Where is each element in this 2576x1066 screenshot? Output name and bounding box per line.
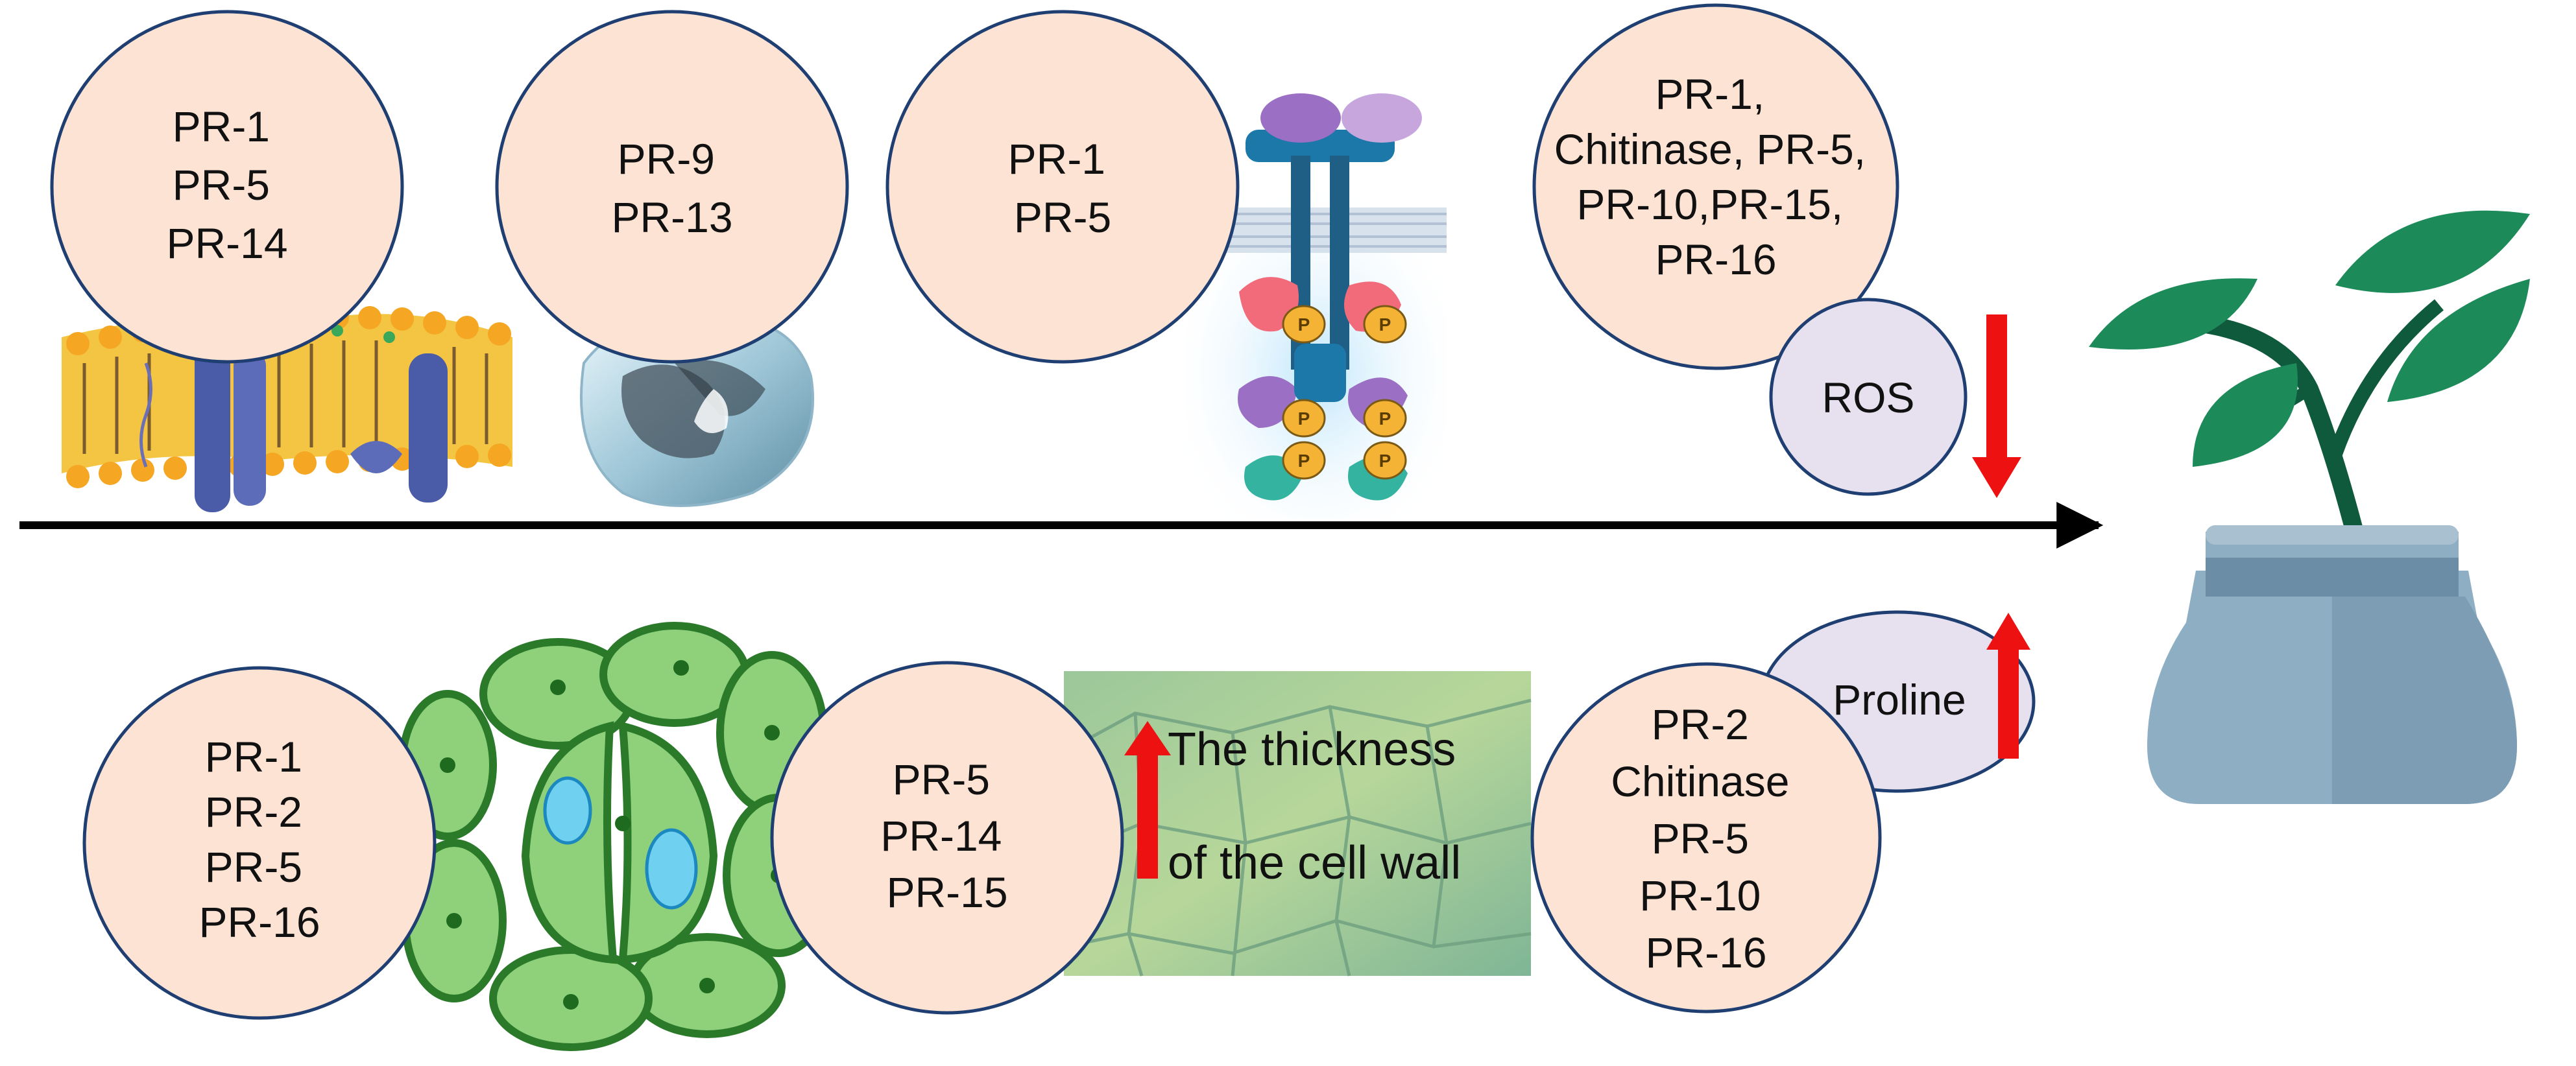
pr-label: PR-5	[205, 843, 302, 891]
pr-label: PR-9	[618, 135, 715, 183]
pr-label: PR-2	[1652, 700, 1749, 748]
cell-wall-label-line1: The thickness	[1168, 724, 1456, 776]
decrease-arrow-icon	[1972, 314, 2021, 498]
pr-circle-top-4: PR-1, Chitinase, PR-5, PR-10,PR-15, PR-1…	[1532, 3, 1899, 370]
svg-text:PR-2 Chitinase PR-: PR-2 Chitinase PR-5 PR-10 PR-16	[1611, 700, 1801, 977]
pr-label: PR-5	[173, 161, 270, 209]
svg-text:PR-1 PR-5: PR-1 PR-5	[1008, 135, 1118, 241]
pr-circle-bottom-3: PR-2 Chitinase PR-5 PR-10 PR-16	[1530, 662, 1882, 1013]
pr-label: PR-16	[199, 898, 320, 946]
svg-text:PR-1 PR-5 PR-14: PR-1 PR-5 PR-14	[166, 102, 287, 267]
svg-text:PR-1 PR-2 PR-5: PR-1 PR-2 PR-5 PR-16	[199, 733, 320, 946]
phospho-label: P	[1379, 451, 1391, 471]
cell-wall-texture-icon	[1063, 671, 1532, 977]
cell-wall-increase-arrow-icon	[1124, 721, 1171, 879]
svg-text:PR-1, Chitinase, PR-5,: PR-1, Chitinase, PR-5, PR-10,PR-15, PR-1…	[1554, 70, 1878, 283]
phospho-label: P	[1379, 314, 1391, 335]
pr-label: PR-1	[173, 102, 270, 150]
receptor-kinase-icon: P P P P P P	[1187, 93, 1447, 519]
pr-label: Chitinase, PR-5,	[1554, 125, 1866, 173]
pr-circle-top-2: PR-9 PR-13	[495, 10, 849, 364]
pr-label: PR-1	[205, 733, 302, 781]
phospho-label: P	[1298, 314, 1310, 335]
pr-label: PR-5	[1652, 814, 1749, 862]
pr-circle-top-1: PR-1 PR-5 PR-14	[50, 10, 404, 364]
pr-label: PR-16	[1645, 929, 1766, 977]
pr-circle-top-3: PR-1 PR-5	[885, 10, 1240, 364]
pr-label: PR-1	[1008, 135, 1105, 183]
potted-plant-icon	[2089, 210, 2530, 804]
proline-label: Proline	[1833, 676, 1966, 724]
ros-label: ROS	[1822, 373, 1914, 421]
phospho-label: P	[1379, 409, 1391, 429]
stomata-icon	[398, 622, 834, 1051]
pr-label: PR-13	[611, 193, 732, 241]
svg-text:PR-9 PR-13: PR-9 PR-13	[611, 135, 732, 241]
pr-label: PR-14	[880, 812, 1002, 860]
pr-label: PR-5	[893, 755, 990, 803]
pr-label: PR-10,PR-15,	[1576, 180, 1843, 228]
pr-label: PR-1,	[1655, 70, 1764, 118]
pr-label: PR-14	[166, 219, 287, 267]
pr-label: PR-5	[1014, 193, 1111, 241]
ice-crystal-icon	[580, 315, 814, 507]
phospho-label: P	[1298, 451, 1310, 471]
svg-text:PR-5 PR-14 PR-15: PR-5 PR-14 PR-15	[880, 755, 1013, 916]
pr-label: Chitinase	[1611, 757, 1789, 805]
pr-circle-bottom-1: PR-1 PR-2 PR-5 PR-16	[82, 666, 437, 1020]
pr-circle-bottom-2: PR-5 PR-14 PR-15	[770, 661, 1124, 1015]
proline-increase-arrow-icon	[1986, 613, 2030, 759]
cell-wall-label-line2: of the cell wall	[1168, 837, 1461, 889]
pr-label: PR-10	[1639, 871, 1761, 919]
ros-circle: ROS	[1769, 298, 1968, 496]
phospho-label: P	[1298, 409, 1310, 429]
pr-label: PR-16	[1655, 235, 1776, 283]
pr-label: PR-2	[205, 788, 302, 836]
pr-label: PR-15	[886, 868, 1007, 916]
